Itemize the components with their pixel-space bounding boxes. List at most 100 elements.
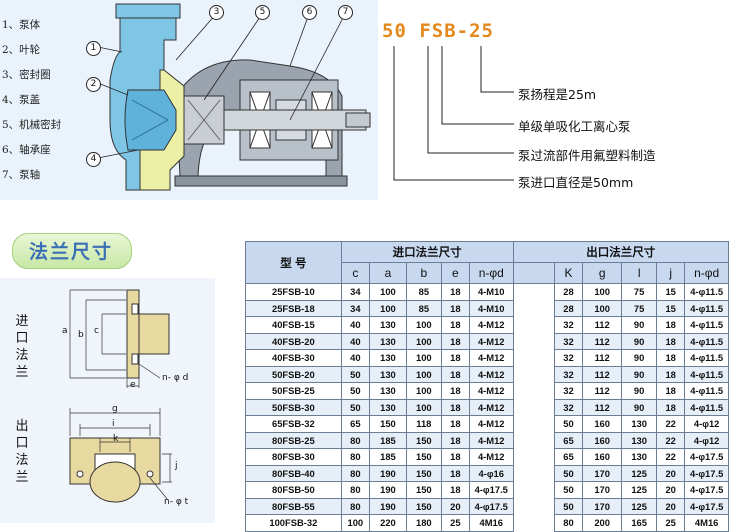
table-cell: 80 xyxy=(340,497,370,515)
legend-item: 7、泵轴 xyxy=(2,169,41,181)
table-cell: 32 xyxy=(553,332,584,350)
table-cell: 4-φ11.5 xyxy=(684,299,729,317)
callout-6: 6 xyxy=(302,5,317,20)
table-cell: 28 xyxy=(553,299,584,317)
dim-label-e: e xyxy=(130,380,136,390)
table-cell: 25FSB-10 xyxy=(245,283,342,301)
flange-drawings xyxy=(69,289,172,503)
table-cell: 160 xyxy=(582,448,623,466)
table-cell: 18 xyxy=(440,464,471,482)
flange-title-badge xyxy=(12,233,132,269)
table-cell: 170 xyxy=(582,464,623,482)
header-col: a xyxy=(368,262,407,284)
table-cell: 18 xyxy=(656,382,686,400)
table-cell: 18 xyxy=(656,398,686,416)
table-cell: 185 xyxy=(368,431,407,449)
table-cell: 50 xyxy=(553,415,584,433)
table-cell: 100 xyxy=(405,365,442,383)
table-cell: 32 xyxy=(553,349,584,367)
table-cell: 25 xyxy=(656,514,686,532)
table-cell: 4-φ11.5 xyxy=(684,283,729,301)
flange-drawing-panel: 进口法兰 出口法兰 a b c e n- φ d g xyxy=(0,278,215,523)
table-cell: 4M16 xyxy=(469,514,514,532)
table-cell xyxy=(512,300,555,317)
table-cell: 4-φ11.5 xyxy=(684,382,729,400)
table-cell: 18 xyxy=(440,316,471,334)
table-cell: 90 xyxy=(621,398,658,416)
callout-3: 3 xyxy=(209,5,224,20)
table-cell: 65 xyxy=(553,431,584,449)
table-cell: 4-φ11.5 xyxy=(684,365,729,383)
table-cell: 4-φ12 xyxy=(684,431,729,449)
table-cell: 20 xyxy=(440,497,471,515)
callout-4: 4 xyxy=(86,152,101,167)
table-cell: 18 xyxy=(440,481,471,499)
table-cell: 4-M12 xyxy=(469,332,514,350)
table-cell: 65FSB-32 xyxy=(245,415,342,433)
table-cell: 50FSB-20 xyxy=(245,365,342,383)
model-desc-head: 泵扬程是25m xyxy=(518,87,597,102)
model-code-brackets xyxy=(393,46,514,181)
table-cell: 100 xyxy=(340,514,370,532)
table-cell: 40 xyxy=(340,332,370,350)
table-cell: 15 xyxy=(656,299,686,317)
table-cell: 18 xyxy=(440,365,471,383)
table-cell: 4-φ11.5 xyxy=(684,349,729,367)
table-cell: 130 xyxy=(621,415,658,433)
table-cell: 170 xyxy=(582,497,623,515)
table-cell xyxy=(512,366,555,383)
table-cell: 100 xyxy=(368,283,407,301)
model-code: 50 FSB-25 xyxy=(382,20,494,42)
dim-label-j: j xyxy=(175,461,178,471)
dim-label-k: k xyxy=(113,434,119,444)
flange-dimension-table: 型 号 进口法兰尺寸 出口法兰尺寸 c a b e n-φd K g l j n… xyxy=(245,241,729,532)
table-cell: 130 xyxy=(368,332,407,350)
table-cell: 4-M10 xyxy=(469,299,514,317)
table-cell: 80 xyxy=(340,464,370,482)
callout-2: 2 xyxy=(86,77,101,92)
table-cell: 4-M12 xyxy=(469,448,514,466)
table-cell: 22 xyxy=(656,415,686,433)
table-cell: 100 xyxy=(405,349,442,367)
table-cell xyxy=(512,283,555,300)
table-cell: 4-φ17.5 xyxy=(469,481,514,499)
callout-5: 5 xyxy=(255,5,270,20)
model-desc-material: 泵过流部件用氟塑料制造 xyxy=(518,148,656,163)
table-cell: 80 xyxy=(340,448,370,466)
table-cell: 190 xyxy=(368,497,407,515)
table-cell: 112 xyxy=(582,316,623,334)
table-cell: 25FSB-18 xyxy=(245,299,342,317)
table-cell xyxy=(512,316,555,333)
table-cell: 90 xyxy=(621,365,658,383)
table-cell: 100 xyxy=(405,398,442,416)
table-cell: 130 xyxy=(621,431,658,449)
table-cell xyxy=(512,498,555,515)
table-cell: 4-M12 xyxy=(469,415,514,433)
table-cell: 100 xyxy=(582,283,623,301)
table-cell xyxy=(512,465,555,482)
model-desc-inlet: 泵进口直径是50mm xyxy=(518,175,634,190)
table-cell: 18 xyxy=(656,316,686,334)
table-cell: 32 xyxy=(553,398,584,416)
header-gap xyxy=(512,262,555,284)
pump-diagram-panel: 1、泵体 2、叶轮 3、密封圈 4、泵盖 5、机械密封 6、轴承座 7、泵轴 xyxy=(0,0,378,200)
table-cell: 80FSB-55 xyxy=(245,497,342,515)
table-cell: 4-φ11.5 xyxy=(684,316,729,334)
legend-item: 4、泵盖 xyxy=(2,94,41,106)
table-cell: 130 xyxy=(368,382,407,400)
table-cell: 50FSB-25 xyxy=(245,382,342,400)
legend-item: 3、密封圈 xyxy=(2,69,51,81)
table-cell: 40FSB-15 xyxy=(245,316,342,334)
table-cell: 4-M12 xyxy=(469,382,514,400)
table-cell: 50 xyxy=(553,497,584,515)
table-cell: 130 xyxy=(368,316,407,334)
